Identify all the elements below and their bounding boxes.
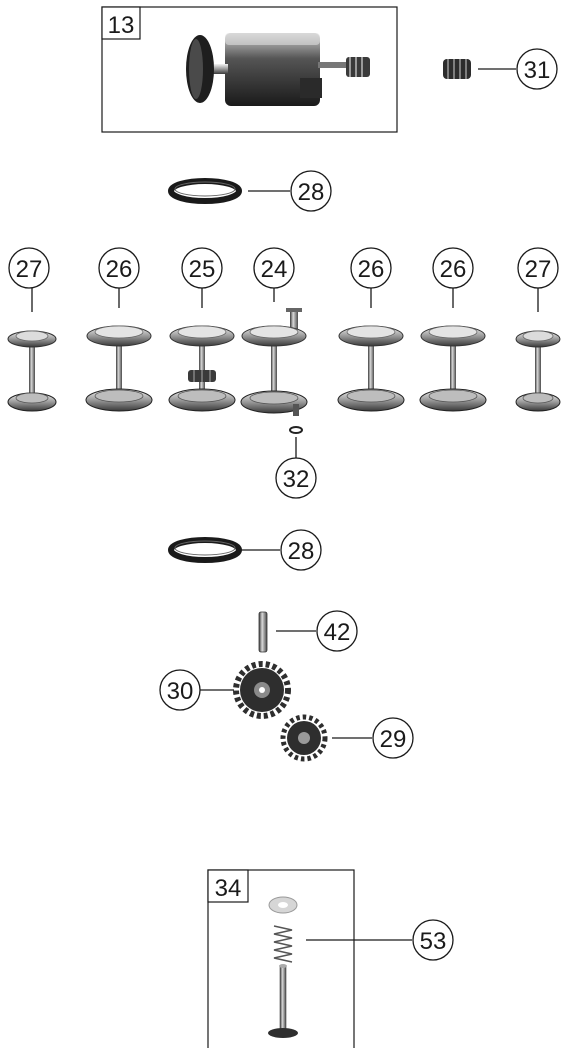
- traction-tire-bottom: [168, 537, 242, 563]
- callout-24: 24: [253, 247, 295, 289]
- callout-26-mid: 26: [350, 247, 392, 289]
- spring-assembly-illustration: [268, 896, 298, 1038]
- wheelset-26-left: [85, 325, 153, 412]
- svg-text:30: 30: [167, 678, 194, 705]
- wheelset-26-mid: [337, 325, 405, 412]
- callout-42: 42: [316, 610, 358, 652]
- callout-28-bottom: 28: [280, 529, 322, 571]
- motor-box-number: 13: [108, 12, 135, 39]
- motor-illustration: [186, 33, 370, 106]
- spring-box: 34: [207, 869, 355, 1048]
- svg-text:27: 27: [525, 256, 552, 283]
- callout-31: 31: [516, 48, 558, 90]
- motor-worm: [346, 57, 370, 77]
- svg-text:32: 32: [283, 466, 310, 493]
- spring-box-number: 34: [215, 875, 242, 902]
- callout-53: 53: [412, 919, 454, 961]
- callout-27-left: 27: [8, 247, 50, 289]
- svg-text:29: 29: [380, 726, 407, 753]
- wheelset-24: [240, 308, 308, 416]
- traction-tire-top: [168, 178, 242, 204]
- callout-32: 32: [275, 457, 317, 499]
- svg-text:25: 25: [189, 256, 216, 283]
- wheelset-25: [168, 325, 236, 412]
- worm-gear-part: [443, 59, 471, 79]
- svg-text:28: 28: [298, 179, 325, 206]
- callout-29: 29: [372, 717, 414, 759]
- gear-large-part: [233, 661, 291, 719]
- svg-text:42: 42: [324, 619, 351, 646]
- svg-text:24: 24: [261, 256, 288, 283]
- callout-25: 25: [181, 247, 223, 289]
- svg-text:31: 31: [524, 57, 551, 84]
- washer-part: [289, 426, 303, 434]
- callout-26-left: 26: [98, 247, 140, 289]
- pin-part: [258, 611, 268, 653]
- callout-26-right: 26: [432, 247, 474, 289]
- callout-30: 30: [159, 669, 201, 711]
- svg-text:28: 28: [288, 538, 315, 565]
- svg-text:26: 26: [440, 256, 467, 283]
- gear-small-part: [280, 714, 328, 762]
- wheelset-26-right: [419, 325, 487, 412]
- callout-28-top: 28: [290, 170, 332, 212]
- callout-27-right: 27: [517, 247, 559, 289]
- svg-text:26: 26: [106, 256, 133, 283]
- wheelset-27-left: [7, 330, 57, 412]
- svg-text:27: 27: [16, 256, 43, 283]
- svg-text:53: 53: [420, 928, 447, 955]
- wheelset-27-right: [515, 330, 561, 412]
- svg-text:26: 26: [358, 256, 385, 283]
- motor-box: 13: [101, 6, 398, 133]
